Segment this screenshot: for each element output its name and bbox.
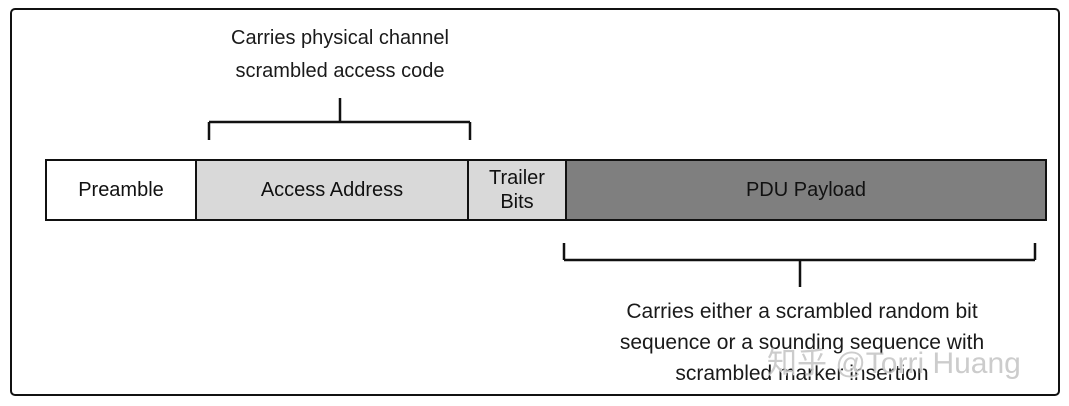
pdu-payload-annotation-line3: scrambled marker insertion <box>675 362 929 385</box>
pdu-payload-annotation-line1: Carries either a scrambled random bit <box>626 300 978 323</box>
field-trailer-bits: Trailer Bits <box>469 161 567 219</box>
field-pdu-payload: PDU Payload <box>567 161 1045 219</box>
access-address-bracket <box>207 98 472 140</box>
access-address-annotation-line1: Carries physical channel <box>231 27 449 49</box>
field-trailer-bits-label: Trailer Bits <box>489 167 545 213</box>
diagram-card: Carries physical channel scrambled acces… <box>10 8 1060 396</box>
packet-structure-row: Preamble Access Address Trailer Bits PDU… <box>45 159 1047 221</box>
field-access-address: Access Address <box>197 161 469 219</box>
pdu-payload-bracket <box>562 243 1037 287</box>
field-access-address-label: Access Address <box>260 179 404 201</box>
field-preamble: Preamble <box>47 161 197 219</box>
field-pdu-payload-label: PDU Payload <box>745 179 867 201</box>
access-address-annotation: Carries physical channel scrambled acces… <box>180 22 500 88</box>
access-address-annotation-line2: scrambled access code <box>235 60 445 82</box>
pdu-payload-annotation-line2: sequence or a sounding sequence with <box>619 331 985 354</box>
field-preamble-label: Preamble <box>78 179 164 201</box>
pdu-payload-annotation: Carries either a scrambled random bit se… <box>552 296 1052 389</box>
